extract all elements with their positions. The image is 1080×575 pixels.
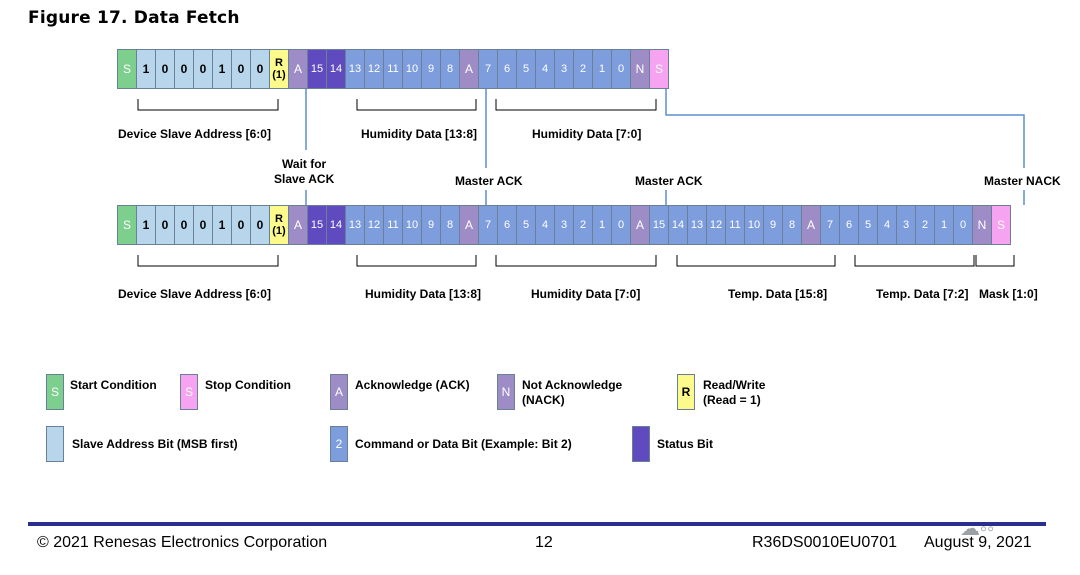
bracket-r1-hum-lo (495, 99, 657, 111)
footer-page-number: 12 (535, 534, 553, 551)
bracket-r2-mask (975, 255, 1015, 267)
legend-stop-text: Stop Condition (205, 378, 291, 392)
legend-ack-text: Acknowledge (ACK) (355, 378, 470, 392)
legend-status-swatch (632, 426, 650, 462)
bracket-r2-hum-lo (495, 255, 657, 267)
address-bit-cell: 0 (155, 205, 175, 245)
legend-address-text: Slave Address Bit (MSB first) (72, 437, 238, 451)
label-master-ack-1: Master ACK (455, 174, 523, 188)
footer-doc-number: R36DS0010EU0701 (752, 534, 897, 551)
stop-condition-cell: S (649, 49, 669, 89)
bracket-r2-hum-hi (356, 255, 477, 267)
footer-date: August 9, 2021 (924, 534, 1032, 551)
legend-rw-text: Read/Write (Read = 1) (703, 378, 766, 407)
legend-rw-swatch: R (677, 374, 695, 410)
legend-data-swatch: 2 (330, 426, 348, 462)
bracket-r1-addr (137, 99, 279, 111)
address-bit-cell: 0 (193, 49, 213, 89)
legend-address-swatch (46, 426, 64, 462)
humidity-bit-cell: 12 (364, 205, 384, 245)
label-r1-hum-hi: Humidity Data [13:8] (361, 127, 478, 141)
label-master-ack-2: Master ACK (635, 174, 703, 188)
label-r2-hum-hi: Humidity Data [13:8] (365, 287, 482, 301)
legend-start-swatch: S (46, 374, 64, 410)
read-write-cell: R (1) (269, 205, 289, 245)
address-bit-cell: 0 (250, 205, 270, 245)
label-r1-addr: Device Slave Address [6:0] (118, 127, 271, 141)
label-r1-hum-lo: Humidity Data [7:0] (532, 127, 642, 141)
label-r2-mask: Mask [1:0] (979, 287, 1038, 301)
humidity-bit-cell: 10 (402, 49, 422, 89)
footer-bar (28, 522, 1046, 526)
bracket-r2-temp-hi (676, 255, 836, 267)
label-r2-temp-lo: Temp. Data [7:2] (876, 287, 969, 301)
leader-master-nack (665, 89, 1025, 168)
watermark-logo-icon: ☁◦◦ (960, 518, 995, 540)
address-bit-cell: 0 (193, 205, 213, 245)
figure-title: Figure 17. Data Fetch (28, 8, 240, 28)
legend-nack-swatch: N (497, 374, 515, 410)
humidity-bit-cell: 12 (364, 49, 384, 89)
stop-condition-cell: S (991, 205, 1011, 245)
label-r2-temp-hi: Temp. Data [15:8] (728, 287, 828, 301)
footer-copyright: © 2021 Renesas Electronics Corporation (37, 534, 328, 551)
legend-ack-swatch: A (330, 374, 348, 410)
label-r2-hum-lo: Humidity Data [7:0] (531, 287, 641, 301)
temperature-bit-cell: 15 (649, 205, 669, 245)
label-wait-ack: Wait for Slave ACK (274, 157, 335, 186)
legend-nack-text: Not Acknowledge (NACK) (522, 378, 623, 407)
bracket-r2-temp-lo (854, 255, 975, 267)
legend-data-text: Command or Data Bit (Example: Bit 2) (355, 437, 572, 451)
bracket-r2-addr (137, 255, 279, 267)
legend-stop-swatch: S (180, 374, 198, 410)
humidity-bit-cell: 5 (516, 205, 536, 245)
address-bit-cell: 0 (231, 205, 251, 245)
legend-status-text: Status Bit (657, 437, 714, 451)
legend-start-text: Start Condition (70, 378, 157, 392)
label-master-nack: Master NACK (984, 174, 1061, 188)
label-r2-addr: Device Slave Address [6:0] (118, 287, 271, 301)
bracket-r1-hum-hi (356, 99, 477, 111)
